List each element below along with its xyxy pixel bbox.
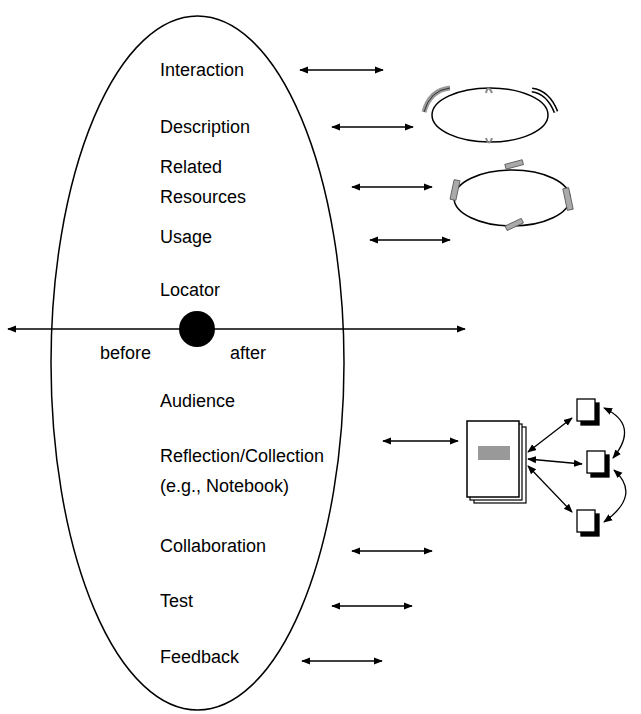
ellipse-region: InteractionDescriptionRelated ResourcesU… <box>50 15 345 711</box>
double-arrows <box>300 70 458 661</box>
aspect-label: Feedback <box>160 642 239 672</box>
timeline-label: after <box>230 341 266 365</box>
aspect-label: Interaction <box>160 55 244 85</box>
aspect-label: Description <box>160 112 250 142</box>
aspect-label: Reflection/Collection (e.g., Notebook) <box>160 441 350 501</box>
aspect-label: Audience <box>160 386 235 416</box>
ring-illustration <box>450 160 573 231</box>
aspect-label: Usage <box>160 222 212 252</box>
aspect-label: Collaboration <box>160 531 266 561</box>
timeline-label: before <box>100 341 151 365</box>
ring-illustration <box>424 88 556 143</box>
timeline-arrow <box>8 328 465 330</box>
aspect-label: Locator <box>160 275 220 305</box>
locator-dot <box>179 311 215 347</box>
notebook-illustration <box>467 399 626 536</box>
aspect-label: Related Resources <box>160 152 260 212</box>
aspect-label: Test <box>160 586 193 616</box>
